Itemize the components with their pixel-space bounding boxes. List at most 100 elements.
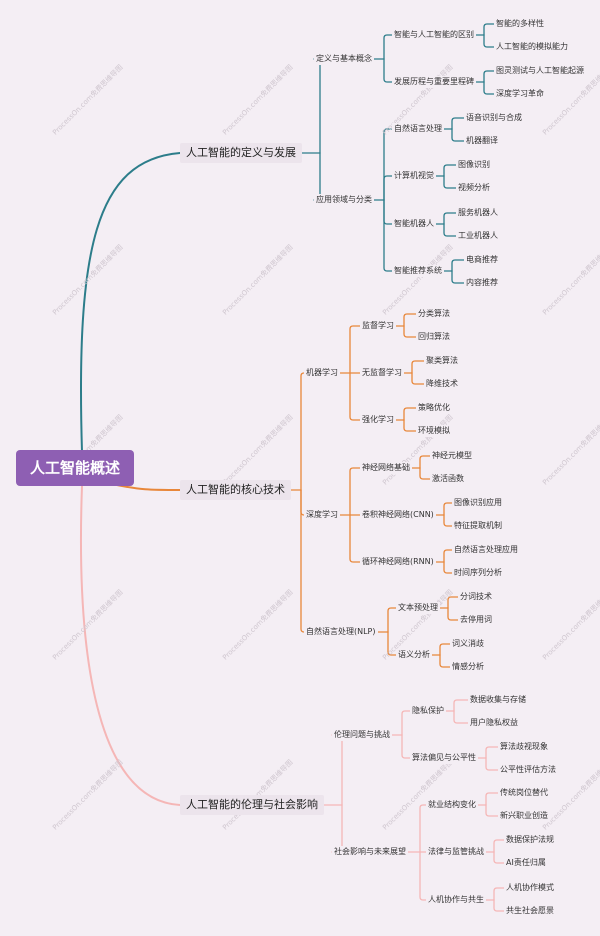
sub-robots[interactable]: 智能机器人 bbox=[392, 218, 436, 230]
leaf-fairness-eval[interactable]: 公平性评估方法 bbox=[498, 764, 558, 776]
leaf-wsd[interactable]: 词义消歧 bbox=[450, 638, 486, 650]
leaf-tokenization[interactable]: 分词技术 bbox=[458, 591, 494, 603]
leaf-activation[interactable]: 激活函数 bbox=[430, 473, 466, 485]
connector-line bbox=[483, 34, 495, 48]
connector-line bbox=[331, 804, 346, 853]
connector-line bbox=[331, 734, 346, 806]
connector-line bbox=[443, 212, 457, 225]
sub-rnn[interactable]: 循环神经网络(RNN) bbox=[360, 556, 436, 568]
branch-ethics-society[interactable]: 人工智能的伦理与社会影响 bbox=[180, 795, 324, 815]
connector-line bbox=[485, 746, 499, 759]
topic-social-impact[interactable]: 社会影响与未来展望 bbox=[332, 846, 408, 858]
leaf-privacy-rights[interactable]: 用户隐私权益 bbox=[468, 717, 520, 729]
connector-line bbox=[300, 489, 305, 633]
topic-machine-learning[interactable]: 机器学习 bbox=[304, 367, 340, 379]
leaf-rnn-timeseries[interactable]: 时间序列分析 bbox=[452, 567, 504, 579]
connector-line bbox=[349, 325, 361, 374]
leaf-regression[interactable]: 回归算法 bbox=[416, 331, 452, 343]
leaf-industrial-robot[interactable]: 工业机器人 bbox=[456, 230, 500, 242]
connector-line bbox=[443, 514, 453, 527]
topic-ethics[interactable]: 伦理问题与挑战 bbox=[332, 729, 392, 741]
leaf-data-law[interactable]: 数据保护法规 bbox=[504, 834, 556, 846]
leaf-dim-reduction[interactable]: 降维技术 bbox=[424, 378, 460, 390]
leaf-algo-discrimination[interactable]: 算法歧视现象 bbox=[498, 741, 550, 753]
connector-line bbox=[403, 313, 417, 327]
sub-human-ai[interactable]: 人机协作与共生 bbox=[426, 894, 486, 906]
connector-line bbox=[485, 792, 499, 806]
leaf-symbiosis[interactable]: 共生社会愿景 bbox=[504, 905, 556, 917]
connector-line bbox=[419, 455, 431, 469]
leaf-policy-opt[interactable]: 策略优化 bbox=[416, 402, 452, 414]
sub-bias-fairness[interactable]: 算法偏见与公平性 bbox=[410, 752, 478, 764]
leaf-collab-mode[interactable]: 人机协作模式 bbox=[504, 882, 556, 894]
connector-line bbox=[443, 164, 457, 177]
branch-connector bbox=[79, 152, 181, 453]
sub-privacy[interactable]: 隐私保护 bbox=[410, 705, 446, 717]
connector-line bbox=[419, 804, 427, 853]
connector-line bbox=[451, 128, 465, 142]
leaf-env-sim[interactable]: 环境模拟 bbox=[416, 425, 452, 437]
connector-line bbox=[387, 631, 397, 656]
sub-legal[interactable]: 法律与监管挑战 bbox=[426, 846, 486, 858]
leaf-intelligence-diversity[interactable]: 智能的多样性 bbox=[494, 18, 546, 30]
leaf-image-recognition[interactable]: 图像识别 bbox=[456, 159, 492, 171]
connector-line bbox=[383, 128, 393, 201]
sub-supervised[interactable]: 监督学习 bbox=[360, 320, 396, 332]
leaf-clustering[interactable]: 聚类算法 bbox=[424, 355, 460, 367]
leaf-turing-test[interactable]: 图灵测试与人工智能起源 bbox=[494, 65, 586, 77]
connector-line bbox=[383, 199, 393, 272]
connector-line bbox=[451, 259, 465, 272]
leaf-translation[interactable]: 机器翻译 bbox=[464, 135, 500, 147]
connector-line bbox=[439, 654, 451, 668]
leaf-data-collection[interactable]: 数据收集与存储 bbox=[468, 694, 528, 706]
sub-unsupervised[interactable]: 无监督学习 bbox=[360, 367, 404, 379]
connector-line bbox=[349, 467, 361, 516]
topic-applications[interactable]: 应用领域与分类 bbox=[314, 194, 374, 206]
topic-nlp[interactable]: 自然语言处理(NLP) bbox=[304, 626, 378, 638]
leaf-stopwords[interactable]: 去停用词 bbox=[458, 614, 494, 626]
connector-line bbox=[443, 502, 453, 516]
leaf-classification[interactable]: 分类算法 bbox=[416, 308, 452, 320]
sub-nlp[interactable]: 自然语言处理 bbox=[392, 123, 444, 135]
leaf-rnn-nlp[interactable]: 自然语言处理应用 bbox=[452, 544, 520, 556]
topic-definition[interactable]: 定义与基本概念 bbox=[314, 53, 374, 65]
leaf-sentiment[interactable]: 情感分析 bbox=[450, 661, 486, 673]
sub-recommendation[interactable]: 智能推荐系统 bbox=[392, 265, 444, 277]
sub-reinforcement[interactable]: 强化学习 bbox=[360, 414, 396, 426]
connector-line bbox=[493, 839, 505, 853]
connector-line bbox=[493, 851, 505, 864]
branch-definition-development[interactable]: 人工智能的定义与发展 bbox=[180, 143, 302, 163]
leaf-speech[interactable]: 语音识别与合成 bbox=[464, 112, 524, 124]
sub-cnn[interactable]: 卷积神经网络(CNN) bbox=[360, 509, 436, 521]
topic-deep-learning[interactable]: 深度学习 bbox=[304, 509, 340, 521]
sub-employment[interactable]: 就业结构变化 bbox=[426, 799, 478, 811]
leaf-content-rec[interactable]: 内容推荐 bbox=[464, 277, 500, 289]
connector-line bbox=[419, 851, 427, 901]
connector-line bbox=[483, 70, 495, 83]
sub-intelligence-difference[interactable]: 智能与人工智能的区别 bbox=[392, 29, 476, 41]
leaf-job-replacement[interactable]: 传统岗位替代 bbox=[498, 787, 550, 799]
sub-nn-basics[interactable]: 神经网络基础 bbox=[360, 462, 412, 474]
connector-line bbox=[401, 734, 411, 759]
leaf-ai-liability[interactable]: AI责任归属 bbox=[504, 857, 548, 869]
connector-line bbox=[493, 887, 505, 901]
sub-semantic[interactable]: 语义分析 bbox=[396, 649, 432, 661]
leaf-video-analysis[interactable]: 视频分析 bbox=[456, 182, 492, 194]
leaf-neuron-model[interactable]: 神经元模型 bbox=[430, 450, 474, 462]
sub-history-milestones[interactable]: 发展历程与重要里程碑 bbox=[392, 76, 476, 88]
connector-line bbox=[349, 514, 361, 563]
leaf-deep-learning-revolution[interactable]: 深度学习革命 bbox=[494, 88, 546, 100]
root-node[interactable]: 人工智能概述 bbox=[16, 450, 135, 486]
leaf-ecommerce-rec[interactable]: 电商推荐 bbox=[464, 254, 500, 266]
leaf-cnn-feature[interactable]: 特征提取机制 bbox=[452, 520, 504, 532]
connector-line bbox=[453, 710, 469, 724]
sub-computer-vision[interactable]: 计算机视觉 bbox=[392, 170, 436, 182]
connector-line bbox=[383, 175, 393, 201]
leaf-new-jobs[interactable]: 新兴职业创造 bbox=[498, 810, 550, 822]
sub-text-preprocess[interactable]: 文本预处理 bbox=[396, 602, 440, 614]
leaf-cnn-image[interactable]: 图像识别应用 bbox=[452, 497, 504, 509]
leaf-service-robot[interactable]: 服务机器人 bbox=[456, 207, 500, 219]
connector-line bbox=[401, 710, 411, 736]
leaf-ai-simulation[interactable]: 人工智能的模拟能力 bbox=[494, 41, 570, 53]
branch-core-technology[interactable]: 人工智能的核心技术 bbox=[180, 480, 291, 500]
